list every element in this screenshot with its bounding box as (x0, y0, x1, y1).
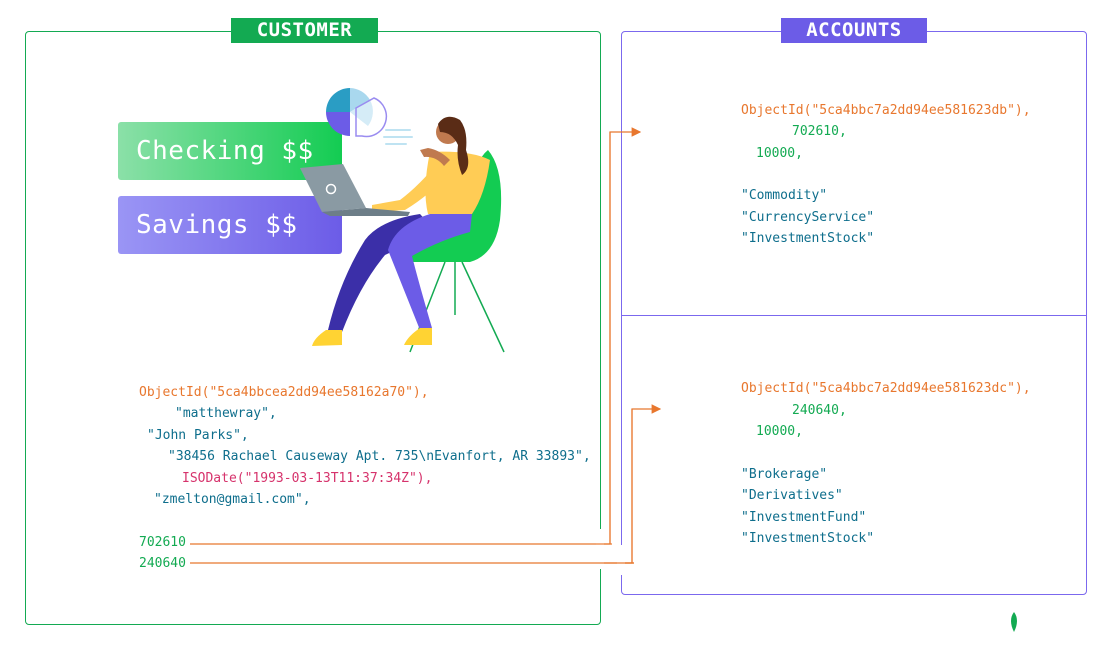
customer-account-ref: 702610 (139, 535, 186, 550)
customer-birthdate: ISODate("1993-03-13T11:37:34Z"), (182, 471, 433, 486)
accounts-divider (622, 315, 1086, 316)
account-product: "InvestmentStock" (741, 231, 875, 246)
pie-chart-icon (326, 88, 388, 138)
customer-header: CUSTOMER (231, 18, 378, 43)
accounts-header: ACCOUNTS (781, 18, 927, 43)
account-object-id: ObjectId("5ca4bbc7a2dd94ee581623dc"), (741, 381, 1031, 396)
customer-username: "matthewray", (175, 406, 277, 421)
account-product: "InvestmentFund" (741, 510, 867, 525)
customer-address: "38456 Rachael Causeway Apt. 735\nEvanfo… (168, 449, 591, 464)
checking-card: Checking $$ (118, 122, 342, 180)
savings-card: Savings $$ (118, 196, 342, 254)
account-product: "InvestmentStock" (741, 531, 875, 546)
account-product: "Derivatives" (741, 488, 843, 503)
account-object-id: ObjectId("5ca4bbc7a2dd94ee581623db"), (741, 103, 1031, 118)
customer-name: "John Parks", (147, 428, 249, 443)
laptop (300, 164, 410, 216)
customer-object-id: ObjectId("5ca4bbcea2dd94ee58162a70"), (139, 385, 429, 400)
account-id: 240640, (792, 403, 847, 418)
account-product: "Commodity" (741, 188, 828, 203)
customer-email: "zmelton@gmail.com", (154, 492, 311, 507)
account-limit: 10000, (756, 424, 803, 439)
account-id: 702610, (792, 124, 847, 139)
customer-account-ref: 240640 (139, 556, 186, 571)
leaf-logo-icon (1011, 612, 1017, 632)
account-product: "Brokerage" (741, 467, 828, 482)
account-product: "CurrencyService" (741, 210, 875, 225)
account-limit: 10000, (756, 146, 803, 161)
